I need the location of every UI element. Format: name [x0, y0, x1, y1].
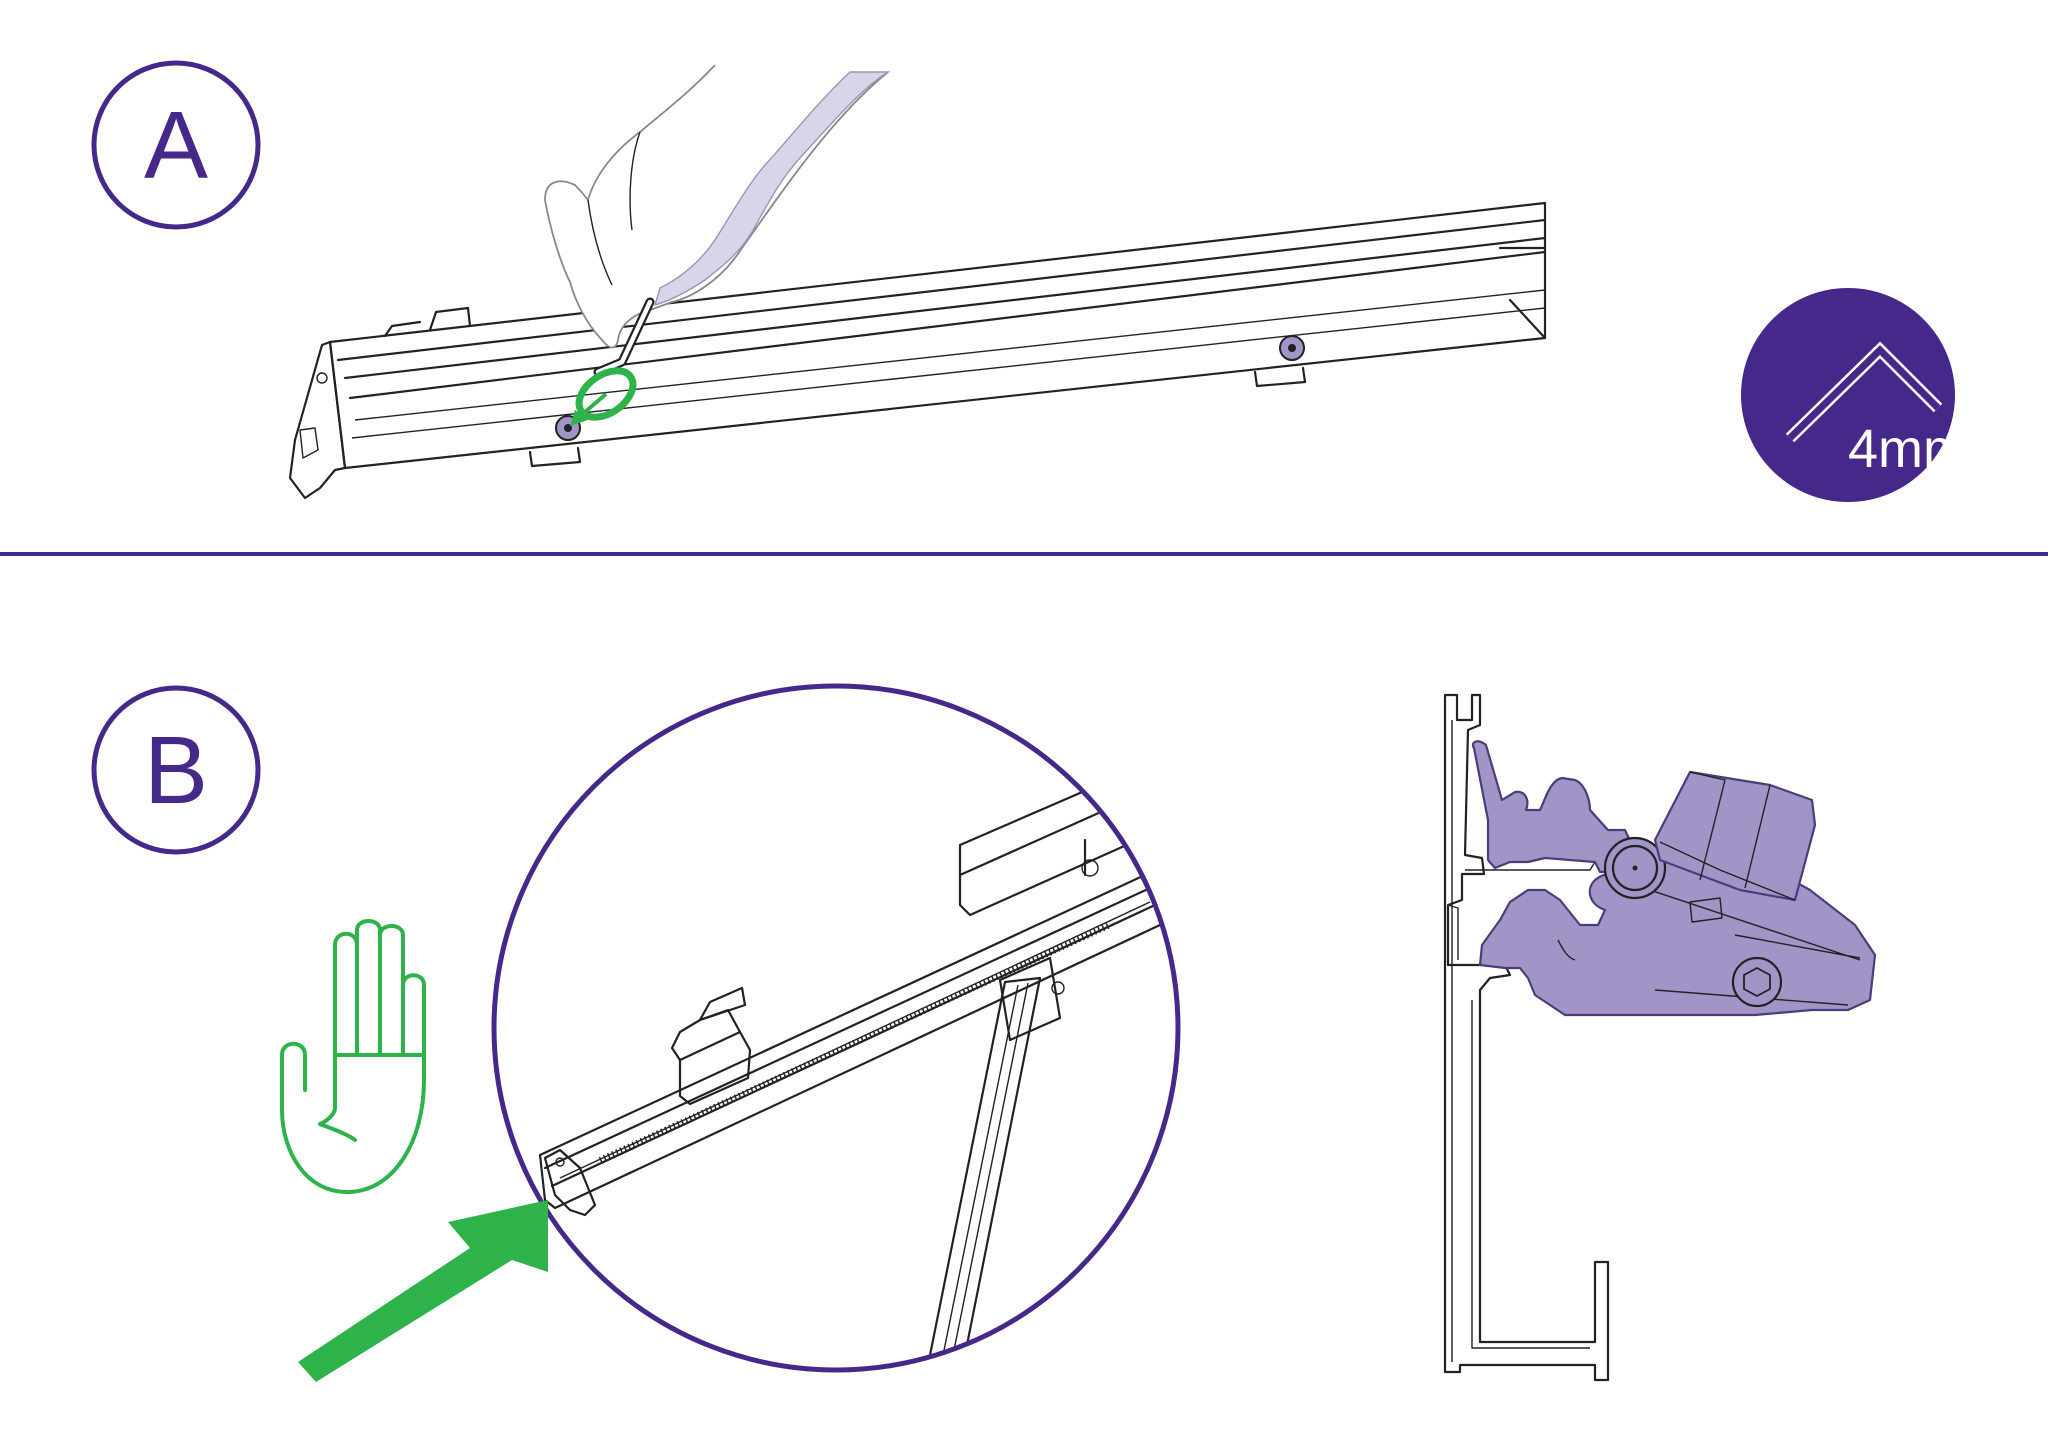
tool-badge: 4mm: [1741, 288, 1968, 502]
allen-key-icon: [1785, 341, 1943, 443]
rail-profile: [288, 201, 1547, 500]
rotate-arrow-icon: [570, 367, 637, 426]
step-b-label: B: [144, 717, 208, 824]
step-b-badge: B: [91, 685, 261, 855]
step-a-label: A: [144, 92, 208, 199]
ruler-scale: [598, 922, 1112, 1163]
detail-magnifier: [491, 683, 1181, 1373]
stop-hand-icon: [280, 919, 426, 1195]
tool-size-label: 4mm: [1848, 419, 1968, 479]
step-a-badge: A: [91, 60, 261, 230]
pivot-roller: [1603, 836, 1667, 900]
gloved-hand-icon: [544, 64, 891, 349]
release-knob: [1653, 770, 1817, 902]
cross-section-detail: [1443, 693, 1877, 1382]
screw-icon: [1279, 335, 1305, 361]
cap-screw-icon: [1731, 956, 1783, 1008]
allen-key-in-use-icon: [593, 297, 655, 377]
green-arrow-icon: [298, 1200, 548, 1382]
